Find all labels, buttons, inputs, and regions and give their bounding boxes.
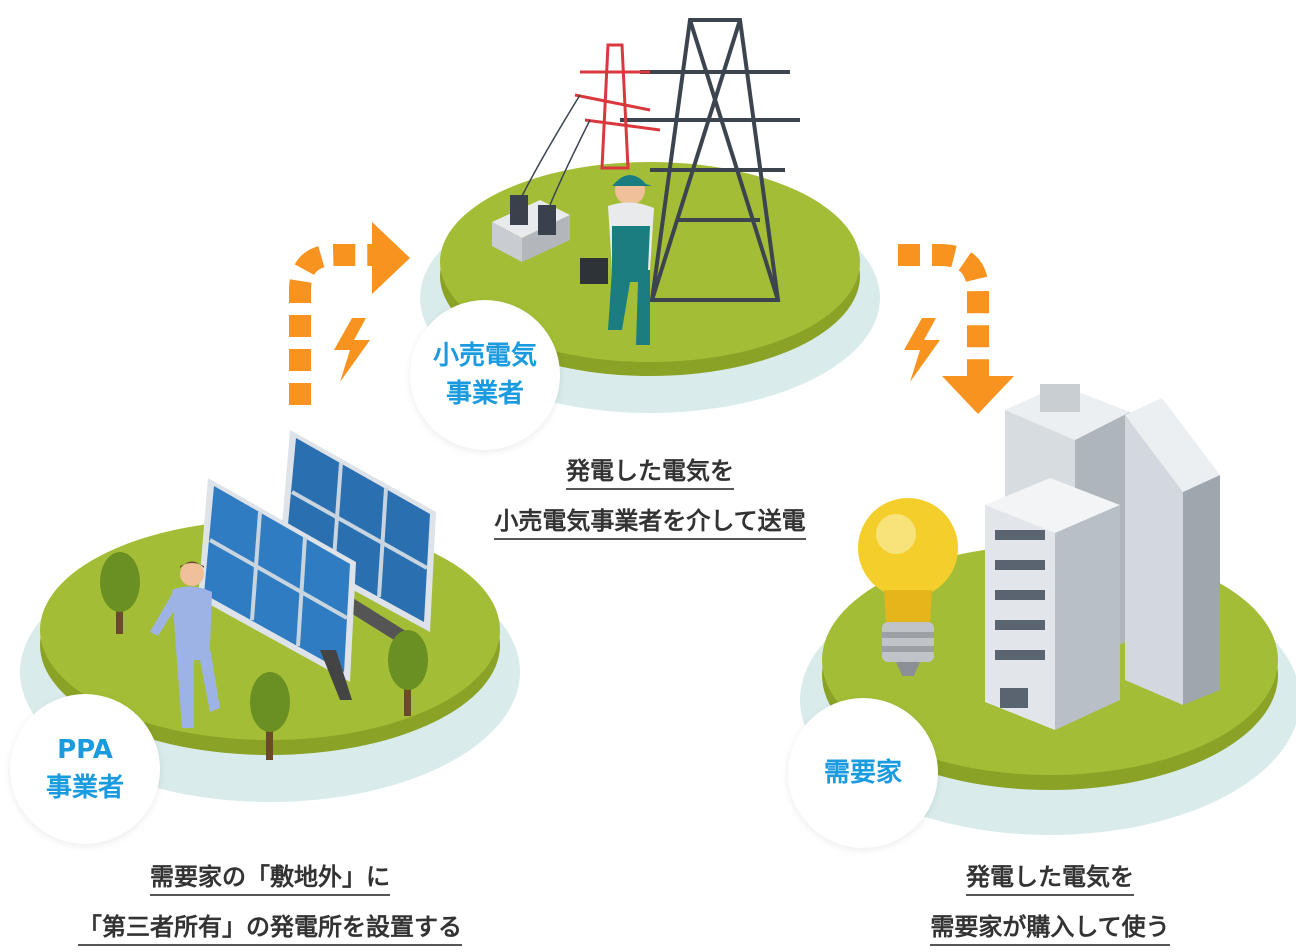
worker-icon <box>150 561 220 728</box>
caption-ppa-line2: 「第三者所有」の発電所を設置する <box>78 913 462 946</box>
caption-ppa-line1: 需要家の「敷地外」に <box>150 863 390 896</box>
badge-ppa-label: PPA 事業者 <box>45 735 124 803</box>
badge-ppa: PPA 事業者 <box>10 694 160 844</box>
caption-consumer-line2: 需要家が購入して使う <box>930 913 1170 946</box>
badge-consumer-label: 需要家 <box>823 758 902 788</box>
tree-icon <box>100 552 140 634</box>
power-line <box>519 94 591 211</box>
caption-retailer-line1: 発電した電気を <box>566 457 734 490</box>
caption-consumer: 発電した電気を 需要家が購入して使う <box>820 852 1280 952</box>
light-bulb-icon <box>858 498 958 676</box>
caption-retailer-line2: 小売電気事業者を介して送電 <box>494 507 806 540</box>
solar-panel-icon <box>198 478 356 700</box>
tree-icon <box>250 672 290 760</box>
flow-arrow-left <box>289 222 410 405</box>
building-icon <box>985 478 1120 730</box>
transformer-icon <box>492 195 570 262</box>
badge-retailer: 小売電気 事業者 <box>410 300 560 450</box>
power-tower-icon <box>620 18 800 302</box>
flow-arrow-right <box>898 244 1014 414</box>
power-tower-icon <box>574 43 661 170</box>
lightning-icon <box>904 318 940 382</box>
building-icon <box>1125 398 1220 705</box>
tree-icon <box>388 630 428 716</box>
badge-retailer-label: 小売電気 事業者 <box>432 341 537 409</box>
caption-ppa: 需要家の「敷地外」に 「第三者所有」の発電所を設置する <box>40 852 500 952</box>
caption-retailer: 発電した電気を 小売電気事業者を介して送電 <box>420 446 880 546</box>
lightning-icon <box>334 318 370 382</box>
badge-consumer: 需要家 <box>788 698 938 848</box>
worker-icon <box>580 175 654 345</box>
caption-consumer-line1: 発電した電気を <box>966 863 1134 896</box>
